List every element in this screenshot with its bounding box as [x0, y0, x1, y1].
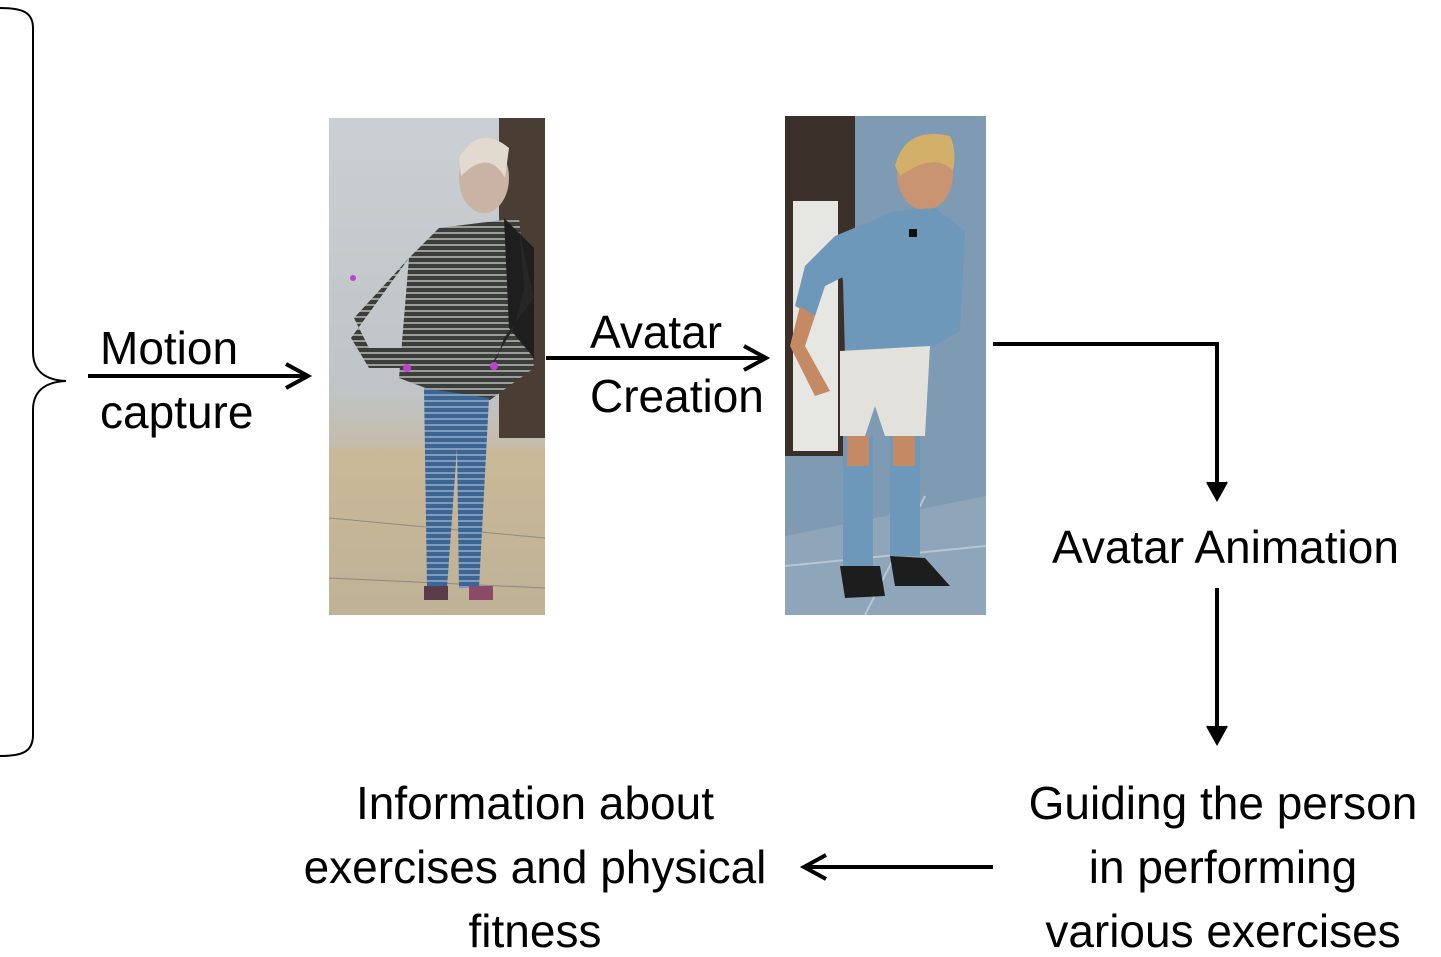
- guiding-label-line2: in performing: [1088, 841, 1358, 893]
- creation-label: Creation: [590, 370, 764, 422]
- avatar-animation-label: Avatar Animation: [1052, 521, 1399, 573]
- guiding-label-line1: Guiding the person: [1028, 777, 1418, 829]
- left-brace: [0, 7, 67, 757]
- motion-label: Motion: [100, 322, 239, 374]
- guiding-label-line3: various exercises: [1045, 905, 1401, 957]
- to-animation-connector: [993, 342, 1219, 496]
- capture-label: capture: [100, 386, 254, 438]
- avatar-label: Avatar: [590, 306, 723, 358]
- information-label-line3: fitness: [468, 905, 602, 957]
- information-label-line1: Information about: [355, 777, 714, 829]
- motion-capture-image: [329, 118, 545, 615]
- information-label-line2: exercises and physical: [303, 841, 767, 893]
- avatar-image: [785, 116, 986, 615]
